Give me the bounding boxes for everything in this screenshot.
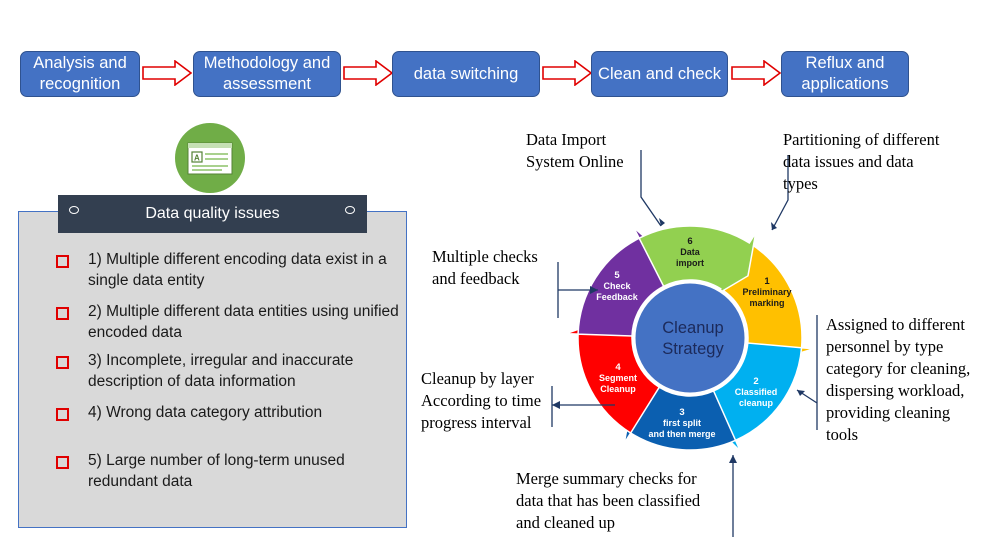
cycle-segment-label: Segment: [599, 373, 637, 383]
cycle-segment-label: Feedback: [596, 292, 639, 302]
cycle-segment-label: Classified: [735, 387, 778, 397]
cycle-segment-5: [577, 226, 668, 337]
issues-title: Data quality issues: [145, 205, 280, 222]
issue-item: 2) Multiple different data entities usin…: [52, 301, 402, 343]
annotation-merge: Merge summary checks for data that has b…: [516, 469, 701, 532]
cycle-segments: [565, 225, 814, 452]
flow-arrow-2: [343, 60, 393, 86]
issue-text: 1) Multiple different encoding data exis…: [88, 251, 387, 289]
cycle-segment-4: [565, 318, 661, 435]
issues-header: Data quality issues: [58, 195, 367, 233]
annotation-import: Data Import System Online: [526, 130, 624, 171]
cycle-segment-2: [708, 342, 803, 452]
issues-panel: [18, 211, 407, 528]
cycle-segment-label: first split: [663, 418, 701, 428]
cycle-segment-number: 3: [679, 407, 684, 418]
issue-text: 2) Multiple different data entities usin…: [88, 303, 399, 341]
connector-lines: [551, 150, 818, 537]
cycle-segment-label: cleanup: [739, 398, 774, 408]
document-icon: A: [175, 123, 245, 193]
flow-step-analysis: Analysis and recognition: [20, 51, 140, 97]
cycle-segment-number: 4: [615, 362, 621, 373]
cycle-segment-label: marking: [749, 298, 784, 308]
cycle-center-line2: Strategy: [662, 340, 724, 358]
cycle-segment-label: Preliminary: [742, 287, 791, 297]
svg-text:A: A: [194, 154, 200, 163]
checkbox-icon: [56, 408, 69, 421]
checkbox-icon: [56, 307, 69, 320]
flow-step-clean-check: Clean and check: [591, 51, 728, 97]
cycle-center-line1: Cleanup: [662, 319, 723, 337]
cycle-segment-label: Data: [680, 247, 701, 257]
cycle-segment-label: Cleanup: [600, 384, 636, 394]
cycle-segment-number: 1: [764, 276, 770, 287]
annotation-partition: Partitioning of different data issues an…: [783, 130, 940, 193]
cycle-segment-number: 6: [687, 236, 692, 247]
issue-text: 4) Wrong data category attribution: [88, 404, 323, 421]
cycle-center: [632, 280, 748, 396]
flow-arrow-4: [731, 60, 781, 86]
flow-step-data-switching: data switching: [392, 51, 540, 97]
annotation-layer: Cleanup by layer According to time progr…: [421, 369, 542, 432]
flow-step-reflux: Reflux and applications: [781, 51, 909, 97]
cycle-segment-number: 5: [614, 270, 620, 281]
flow-arrow-1: [142, 60, 192, 86]
cycle-segment-number: 2: [753, 376, 758, 387]
issue-item: 4) Wrong data category attribution: [52, 402, 402, 423]
cycle-segment-label: and then merge: [648, 429, 715, 439]
issue-item: 1) Multiple different encoding data exis…: [52, 249, 402, 291]
connector-arrowheads: [552, 218, 805, 463]
checkbox-icon: [56, 255, 69, 268]
issue-item: 3) Incomplete, irregular and inaccurate …: [52, 350, 402, 392]
cycle-segment-label: Check: [603, 281, 631, 291]
circle-icon: [69, 206, 79, 214]
annotation-assigned: Assigned to different personnel by type …: [826, 315, 971, 444]
checkbox-icon: [56, 456, 69, 469]
flow-arrow-3: [542, 60, 592, 86]
cycle-segment-label: import: [676, 258, 704, 268]
circle-icon: [345, 206, 355, 214]
flow-step-methodology: Methodology and assessment: [193, 51, 341, 97]
issue-text: 5) Large number of long-term unused redu…: [88, 452, 345, 490]
issue-item: 5) Large number of long-term unused redu…: [52, 450, 402, 492]
checkbox-icon: [56, 356, 69, 369]
cycle-segment-6: [638, 225, 757, 295]
issue-text: 3) Incomplete, irregular and inaccurate …: [88, 352, 354, 390]
annotation-checks: Multiple checks and feedback: [432, 247, 538, 288]
